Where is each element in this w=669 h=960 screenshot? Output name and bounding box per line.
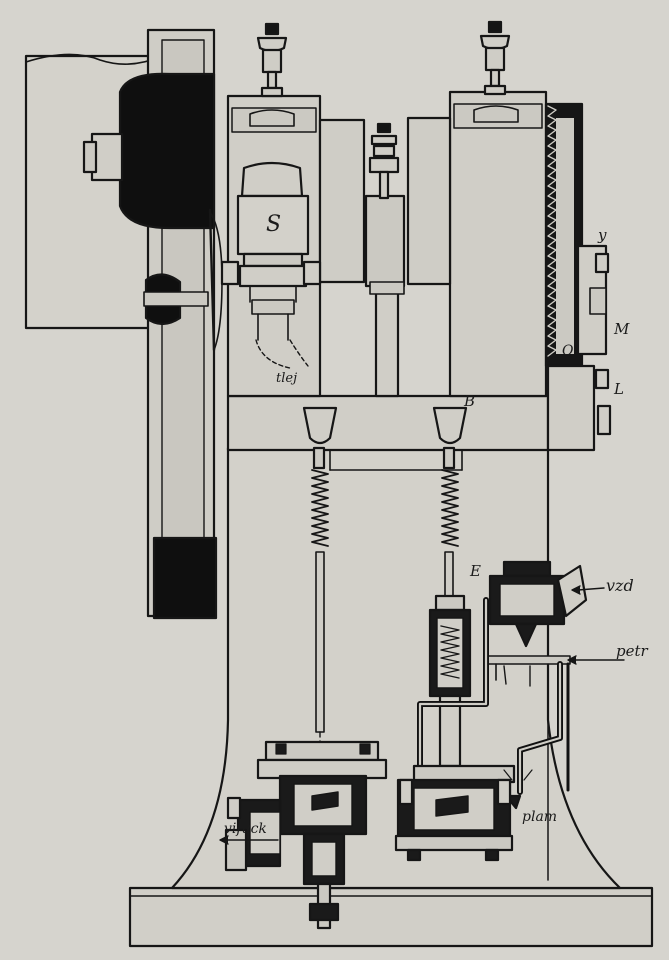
label-tlej: tlej — [276, 371, 298, 386]
flow-arrows — [219, 585, 625, 845]
lubricator-right — [479, 20, 511, 96]
label-o: O — [562, 343, 574, 359]
lubricator-left — [256, 22, 288, 98]
label-petr: petr — [616, 642, 648, 660]
label-vifuck: vifuck — [224, 821, 267, 837]
nuts-and-bolts — [220, 252, 612, 820]
flywheel — [24, 28, 223, 620]
left-pump-body — [224, 740, 388, 930]
label-m: M — [614, 320, 630, 338]
vaporizer-assembly — [485, 560, 588, 681]
gear-wheel — [544, 102, 608, 452]
lubricator-center — [368, 122, 400, 200]
e-cylinder — [428, 594, 472, 768]
fuel-pipe — [417, 597, 570, 795]
s-cylinder — [236, 161, 310, 369]
crosshead-beam — [226, 394, 550, 471]
connecting-rod — [364, 194, 406, 398]
crank-webs — [318, 116, 452, 286]
label-b: B — [464, 392, 476, 410]
label-e: E — [470, 562, 481, 580]
right-bearing-pedestal — [448, 90, 548, 398]
right-pump-rod — [432, 406, 468, 597]
right-valve-chamber — [394, 764, 533, 862]
label-plam: plam — [522, 809, 558, 825]
base-plate — [128, 886, 654, 948]
label-s: S — [266, 212, 282, 237]
label-vzd: vzd — [606, 576, 634, 595]
label-l: L — [614, 380, 624, 398]
label-y: y — [598, 226, 607, 244]
